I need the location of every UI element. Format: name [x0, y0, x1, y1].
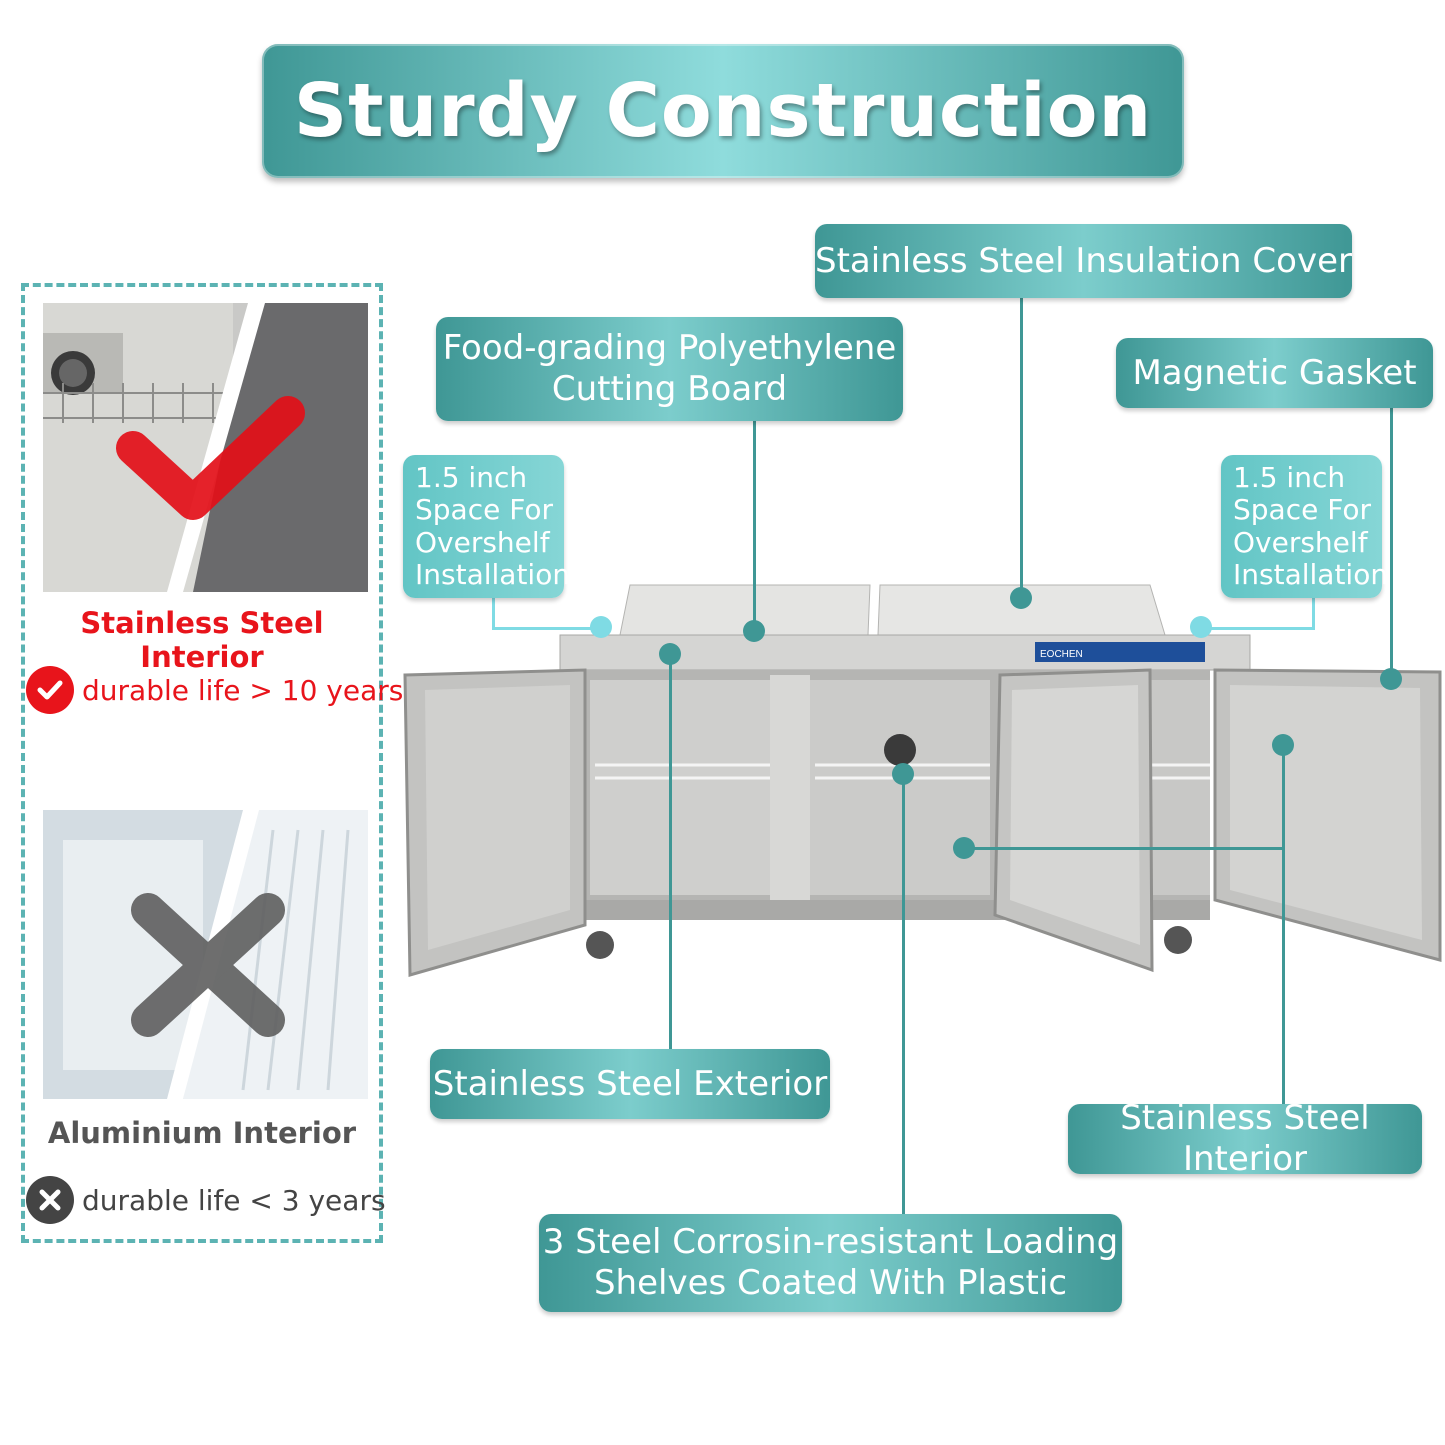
- overshelf-left-callout: 1.5 inch Space For Overshelf Installatio…: [403, 455, 570, 598]
- brand-label: EOCHEN: [1040, 649, 1083, 660]
- cutting-board-callout: Food-grading Polyethylene Cutting Board: [436, 317, 903, 421]
- refrigerator-product-image: EOCHEN: [400, 580, 1445, 990]
- shelves-callout: 3 Steel Corrosin-resistant Loading Shelv…: [539, 1214, 1122, 1312]
- overshelf-left-marker: [590, 616, 612, 638]
- shelves-marker: [892, 763, 914, 785]
- good-caption: Stainless Steel Interior: [80, 606, 324, 674]
- magnetic-gasket-callout: Magnetic Gasket: [1116, 338, 1433, 408]
- insulation-cover-callout: Stainless Steel Insulation Cover: [815, 224, 1352, 298]
- cutting-board-marker: [743, 620, 765, 642]
- aluminium-interior-photo: [43, 810, 368, 1099]
- gasket-marker: [1380, 668, 1402, 690]
- overshelf-right-callout: 1.5 inch Space For Overshelf Installatio…: [1221, 455, 1388, 598]
- bad-life-text: durable life < 3 years: [82, 1183, 386, 1217]
- exterior-marker: [659, 643, 681, 665]
- page-title: Sturdy Construction: [293, 68, 1153, 154]
- good-life-text: durable life > 10 years: [82, 673, 404, 707]
- title-banner: Sturdy Construction: [262, 44, 1184, 178]
- check-icon: [26, 666, 74, 714]
- overshelf-right-marker: [1190, 616, 1212, 638]
- interior-door-marker: [1272, 734, 1294, 756]
- bad-life-row: durable life < 3 years: [26, 1176, 386, 1224]
- bad-caption: Aluminium Interior: [47, 1116, 357, 1150]
- x-icon: [26, 1176, 74, 1224]
- good-life-row: durable life > 10 years: [26, 666, 403, 714]
- stainless-interior-photo: [43, 303, 368, 592]
- interior-callout: Stainless Steel Interior: [1068, 1098, 1422, 1179]
- comparison-panel: [21, 283, 383, 1243]
- insulation-cover-marker: [1010, 587, 1032, 609]
- exterior-callout: Stainless Steel Exterior: [430, 1049, 830, 1119]
- interior-cabinet-marker: [953, 837, 975, 859]
